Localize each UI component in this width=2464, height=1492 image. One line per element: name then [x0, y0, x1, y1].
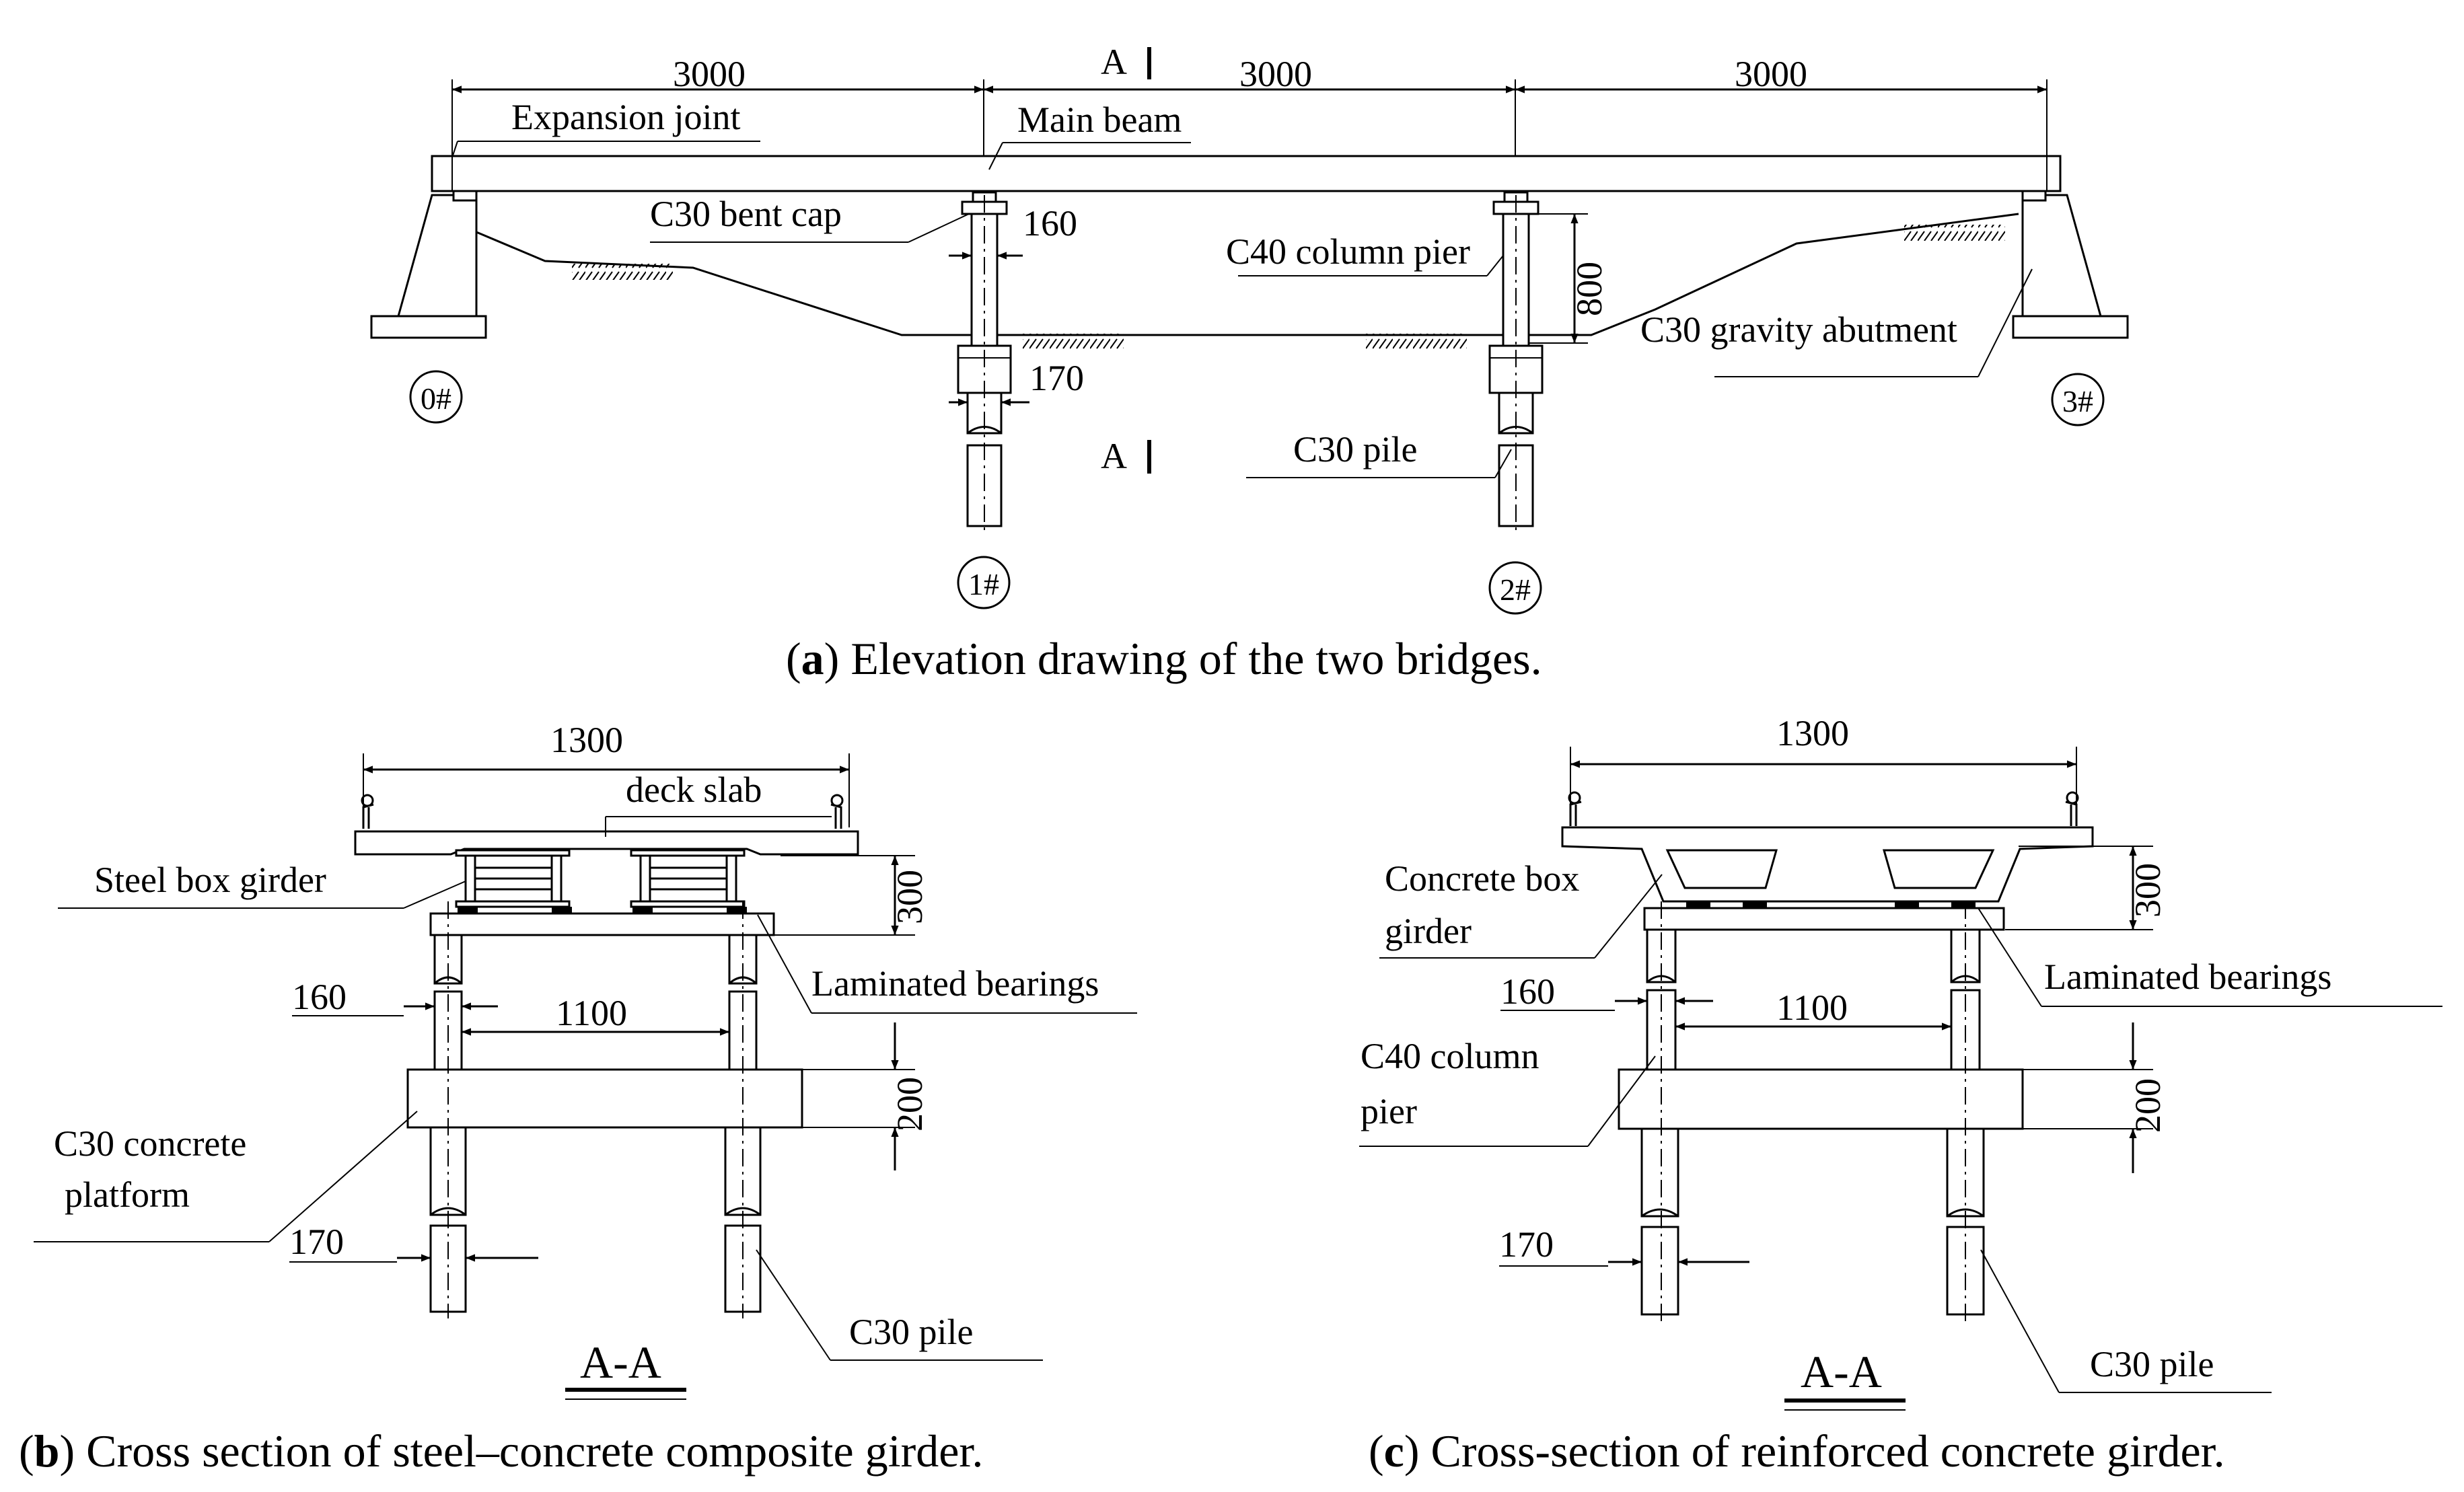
- b-girder-height-dim: 300: [890, 870, 930, 924]
- section-b-drawing: 1300: [19, 720, 1137, 1477]
- b-label-pile: C30 pile: [849, 1312, 974, 1352]
- b-top-width-dim: 1300: [550, 720, 623, 760]
- label-gravity-abutment: C30 gravity abutment: [1640, 309, 1957, 350]
- b-pile-right: [724, 1224, 762, 1313]
- section-c-drawing: 1300: [1359, 713, 2442, 1477]
- abutment-right: [2021, 194, 2102, 318]
- c-pier-spacing-dim: 1100: [1776, 987, 1848, 1028]
- c-platform-height-dim: 200: [2128, 1078, 2168, 1133]
- b-cap-beam: [429, 912, 775, 936]
- label-main-beam: Main beam: [1017, 100, 1182, 140]
- pier-width-dim: 160: [1023, 203, 1077, 244]
- ground-line: [476, 213, 2019, 336]
- c-label-box-girder-1: Concrete box: [1385, 858, 1579, 899]
- c-box-girder: [1561, 826, 2094, 903]
- b-label-platform-2: platform: [65, 1174, 190, 1215]
- c-pier-width-dim: 160: [1500, 971, 1555, 1012]
- c-top-width-dim: 1300: [1776, 713, 1849, 753]
- pier-2: [1488, 191, 1544, 531]
- main-beam: [431, 155, 2062, 192]
- b-platform-height-dim: 200: [890, 1077, 930, 1131]
- c-label-pier-2: pier: [1361, 1091, 1417, 1131]
- caption-b: (b) Cross section of steel–concrete comp…: [19, 1425, 983, 1477]
- pier-height-dim: 800: [1569, 262, 1609, 316]
- label-expansion-joint: Expansion joint: [511, 97, 740, 137]
- pier-1: [957, 191, 1012, 531]
- b-pier-width-dim: 160: [292, 977, 347, 1017]
- c-label-box-girder-2: girder: [1385, 911, 1472, 951]
- c-cap-beam: [1643, 907, 2005, 931]
- caption-a: (a) Elevation drawing of the two bridges…: [786, 633, 1542, 684]
- c-pile-left: [1640, 1226, 1679, 1316]
- axis-label-3: 3#: [2051, 373, 2105, 426]
- span-2-dim: 3000: [1239, 54, 1312, 94]
- span-3-dim: 3000: [1735, 54, 1807, 94]
- section-mark-bottom: A: [1101, 436, 1127, 476]
- label-bent-cap: C30 bent cap: [650, 194, 842, 234]
- caption-c: (c) Cross-section of reinforced concrete…: [1369, 1425, 2225, 1477]
- label-column-pier: C40 column pier: [1226, 231, 1470, 272]
- label-pile: C30 pile: [1293, 429, 1418, 470]
- b-label-platform-1: C30 concrete: [54, 1123, 246, 1164]
- abutment-left: [397, 194, 478, 318]
- section-mark-top: A: [1101, 42, 1127, 82]
- b-section-title: A-A: [580, 1337, 661, 1388]
- b-deck-slab: [354, 830, 859, 856]
- c-pile-right: [1946, 1226, 1985, 1316]
- c-label-pier-1: C40 column: [1361, 1036, 1539, 1076]
- axis-label-2: 2#: [1488, 561, 1542, 615]
- b-pile-left: [429, 1224, 467, 1313]
- b-pier-spacing-dim: 1100: [556, 993, 627, 1033]
- b-label-bearings: Laminated bearings: [811, 963, 1099, 1004]
- b-concrete-platform: [406, 1068, 803, 1129]
- b-steel-girders: [455, 849, 747, 913]
- svg-text:1#: 1#: [968, 567, 999, 601]
- svg-text:3#: 3#: [2062, 384, 2093, 418]
- c-pile-width-dim: 170: [1499, 1224, 1554, 1265]
- span-1-dim: 3000: [673, 54, 746, 94]
- c-label-pile: C30 pile: [2090, 1344, 2214, 1384]
- axis-label-0: 0#: [409, 370, 463, 424]
- b-label-deck-slab: deck slab: [626, 770, 762, 810]
- pile-width-dim: 170: [1029, 358, 1084, 398]
- b-pile-width-dim: 170: [289, 1222, 344, 1262]
- c-girder-height-dim: 300: [2128, 863, 2168, 918]
- svg-text:0#: 0#: [421, 381, 451, 416]
- c-section-title: A-A: [1801, 1346, 1882, 1397]
- axis-label-1: 1#: [957, 556, 1011, 609]
- c-label-bearings: Laminated bearings: [2044, 957, 2331, 997]
- elevation-drawing: 3000 3000 3000 A A: [370, 42, 2129, 684]
- b-label-box-girder: Steel box girder: [94, 860, 326, 900]
- svg-text:2#: 2#: [1500, 572, 1531, 607]
- c-concrete-platform: [1618, 1068, 2024, 1130]
